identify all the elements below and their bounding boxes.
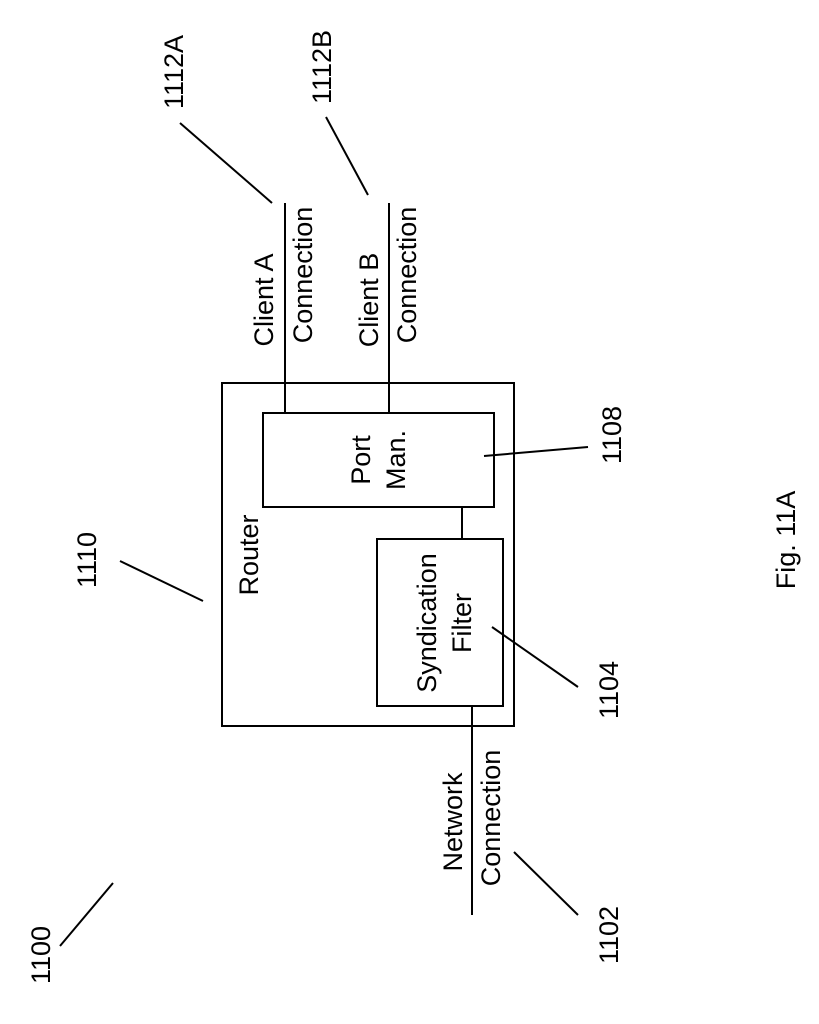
leader-1100 (59, 882, 114, 947)
network-label-line1: Network (438, 772, 468, 872)
leader-1104 (491, 626, 579, 688)
client-a-label-line1: Client A (249, 253, 279, 346)
ref-1112b: 1112B (307, 30, 337, 104)
leader-1112b (325, 116, 369, 196)
leader-1112a (179, 122, 273, 204)
ref-1108: 1108 (597, 406, 627, 464)
ref-1112a: 1112A (159, 35, 189, 109)
port-manager-label-line1: Port (346, 435, 376, 485)
syndication-filter-box (376, 538, 504, 707)
ref-1100: 1100 (26, 926, 56, 984)
ref-1110: 1110 (72, 532, 102, 588)
router-box (221, 382, 515, 727)
leader-1110 (119, 560, 204, 602)
ref-1102: 1102 (594, 906, 624, 964)
ref-1104: 1104 (594, 661, 624, 719)
port-manager-box (262, 412, 495, 508)
network-label-line2: Connection (476, 750, 506, 887)
client-b-label-line1: Client B (354, 253, 384, 348)
figure-caption: Fig. 11A (771, 491, 801, 590)
leader-1102 (513, 851, 579, 916)
port-manager-label-line2: Man. (381, 430, 411, 490)
leader-1108 (483, 446, 589, 457)
client-a-label-line2: Connection (288, 207, 318, 344)
router-label: Router (234, 514, 264, 595)
client-b-label-line2: Connection (392, 207, 422, 344)
syndication-filter-label-line2: Filter (447, 593, 477, 653)
syndication-filter-label-line1: Syndication (412, 553, 442, 693)
